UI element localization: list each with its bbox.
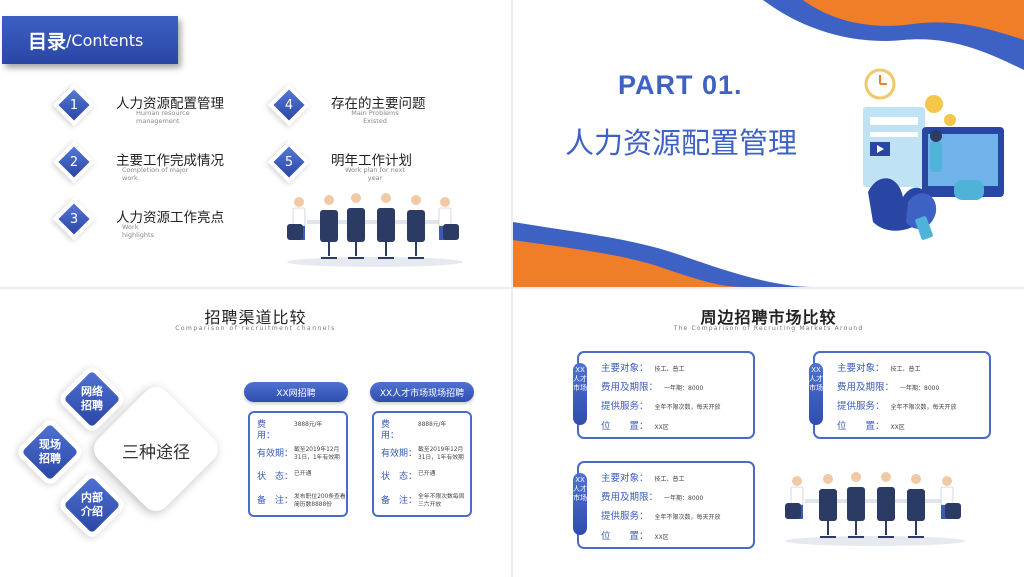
market-value: 全年不限次数，每天开放 bbox=[890, 404, 957, 411]
market-value: XX区 bbox=[654, 424, 669, 431]
market-value: 一年期：8000 bbox=[664, 385, 704, 392]
toc-subtitle: Work highlights bbox=[122, 223, 154, 239]
slide-contents[interactable]: 目录 /Contents 1 人力资源配置管理 Human resource m… bbox=[0, 0, 511, 287]
card-value: 3888元/年 bbox=[294, 422, 323, 428]
card-label: 费 用： bbox=[381, 420, 409, 441]
market-label: 费用及期限： bbox=[601, 492, 659, 503]
market-label: 提供服务： bbox=[837, 401, 885, 412]
card-header-market: XX人才市场现场招聘 bbox=[370, 382, 474, 402]
market-label: 主要对象： bbox=[601, 363, 649, 374]
card-value: 截至2019年12月31日，1年有效期 bbox=[418, 447, 464, 461]
slide-part-01[interactable]: PART 01. 人力资源配置管理 bbox=[513, 0, 1024, 287]
card-value: 全年不限次数每周三六开放 bbox=[418, 494, 465, 508]
card-label: 状 态： bbox=[257, 472, 294, 482]
market-card-1: XX人才市场 主要对象： 技工、普工 费用及期限： 一年期：8000 提供服务： 全年… bbox=[573, 351, 755, 439]
slide-title: 周边招聘市场比较 bbox=[700, 308, 837, 327]
toc-subtitle: Completion of major work bbox=[122, 166, 189, 182]
card-label: 备 注： bbox=[257, 496, 294, 506]
market-value: 全年不限次数，每天开放 bbox=[654, 514, 721, 521]
card-value: 已开通 bbox=[294, 471, 312, 477]
market-card-2: XX人才市场 主要对象： 技工、普工 费用及期限： 一年期：8000 提供服务： 全年… bbox=[809, 351, 991, 439]
market-label: 主要对象： bbox=[601, 473, 649, 484]
slide-subtitle: Comparison of recruitment channels bbox=[175, 325, 336, 332]
toc-number: 1 bbox=[69, 97, 79, 113]
card-value: 已开通 bbox=[418, 471, 436, 477]
channel-card-online: 费 用： 3888元/年 有效期： 截至2019年12月31日，1年有效期 状 … bbox=[248, 411, 348, 517]
slide-subtitle: The Comparison of Recruiting Markets Aro… bbox=[673, 325, 864, 332]
card-value: 截至2019年12月31日，1年有效期 bbox=[294, 447, 340, 461]
contents-tag-title: 目录 bbox=[28, 30, 67, 53]
slide-recruitment-channels[interactable]: 招聘渠道比较 Comparison of recruitment channel… bbox=[0, 289, 511, 577]
market-tab: XX人才市场 bbox=[573, 363, 587, 425]
toc-number: 5 bbox=[284, 154, 294, 170]
market-value: 全年不限次数，每天开放 bbox=[654, 404, 721, 411]
card-value: 8888元/年 bbox=[418, 422, 447, 428]
market-label: 提供服务： bbox=[601, 511, 649, 522]
toc-title: 人力资源配置管理 bbox=[116, 96, 224, 112]
market-value: XX区 bbox=[890, 424, 905, 431]
toc-subtitle: Work plan for next year bbox=[344, 166, 406, 182]
card-label: 有效期： bbox=[257, 449, 294, 459]
market-value: 技工、普工 bbox=[890, 366, 921, 373]
market-tab: XX人才市场 bbox=[573, 473, 587, 535]
market-value: XX区 bbox=[654, 534, 669, 541]
toc-title: 存在的主要问题 bbox=[331, 96, 426, 112]
market-label: 主要对象： bbox=[837, 363, 885, 374]
part-title: 人力资源配置管理 bbox=[565, 126, 798, 160]
toc-number: 4 bbox=[284, 97, 294, 113]
market-value: 一年期：8000 bbox=[900, 385, 940, 392]
market-label: 费用及期限： bbox=[601, 382, 659, 393]
toc-number: 2 bbox=[69, 154, 79, 170]
card-label: 有效期： bbox=[381, 449, 418, 459]
market-card-3: XX人才市场 主要对象： 技工、普工 费用及期限： 一年期：8000 提供服务： 全年… bbox=[573, 461, 755, 549]
card-header-online: XX网招聘 bbox=[244, 382, 348, 402]
slide-title: 招聘渠道比较 bbox=[204, 308, 307, 327]
market-label: 位 置： bbox=[601, 421, 649, 432]
toc-title: 主要工作完成情况 bbox=[116, 153, 224, 169]
channel-label: 网络 招聘 bbox=[81, 385, 103, 412]
channel-card-market: 费 用： 8888元/年 有效期： 截至2019年12月31日，1年有效期 状 … bbox=[372, 411, 472, 517]
wave-background bbox=[513, 0, 1024, 287]
toc-number: 3 bbox=[69, 211, 79, 227]
card-label: 费 用： bbox=[257, 420, 285, 441]
market-value: 技工、普工 bbox=[654, 476, 685, 483]
channel-label: 内部 介绍 bbox=[81, 491, 103, 518]
meeting-illustration bbox=[287, 193, 463, 267]
center-label: 三种途径 bbox=[122, 443, 190, 463]
market-value: 一年期：8000 bbox=[664, 495, 704, 502]
contents-tag-subtitle: /Contents bbox=[66, 30, 144, 50]
part-number: PART 01. bbox=[618, 70, 743, 100]
card-value: 发布职位200条查看简历数8888份 bbox=[294, 494, 346, 508]
market-label: 位 置： bbox=[601, 531, 649, 542]
market-value: 技工、普工 bbox=[654, 366, 685, 373]
toc-subtitle: Human resource management bbox=[136, 109, 190, 125]
channel-label: 现场 招聘 bbox=[39, 438, 61, 465]
contents-tag: 目录 /Contents bbox=[2, 16, 178, 64]
online-recruitment-illustration bbox=[863, 68, 1004, 240]
meeting-illustration bbox=[785, 472, 965, 546]
card-label: 状 态： bbox=[381, 472, 418, 482]
slide-market-comparison[interactable]: 周边招聘市场比较 The Comparison of Recruiting Ma… bbox=[513, 289, 1024, 577]
card-label: 备 注： bbox=[381, 496, 418, 506]
toc-subtitle: Main Problems Existed bbox=[351, 109, 399, 125]
market-tab: XX人才市场 bbox=[809, 363, 823, 425]
market-label: 费用及期限： bbox=[837, 382, 895, 393]
toc-title: 人力资源工作亮点 bbox=[116, 210, 224, 226]
market-label: 位 置： bbox=[837, 421, 885, 432]
market-label: 提供服务： bbox=[601, 401, 649, 412]
toc-title: 明年工作计划 bbox=[331, 153, 412, 169]
